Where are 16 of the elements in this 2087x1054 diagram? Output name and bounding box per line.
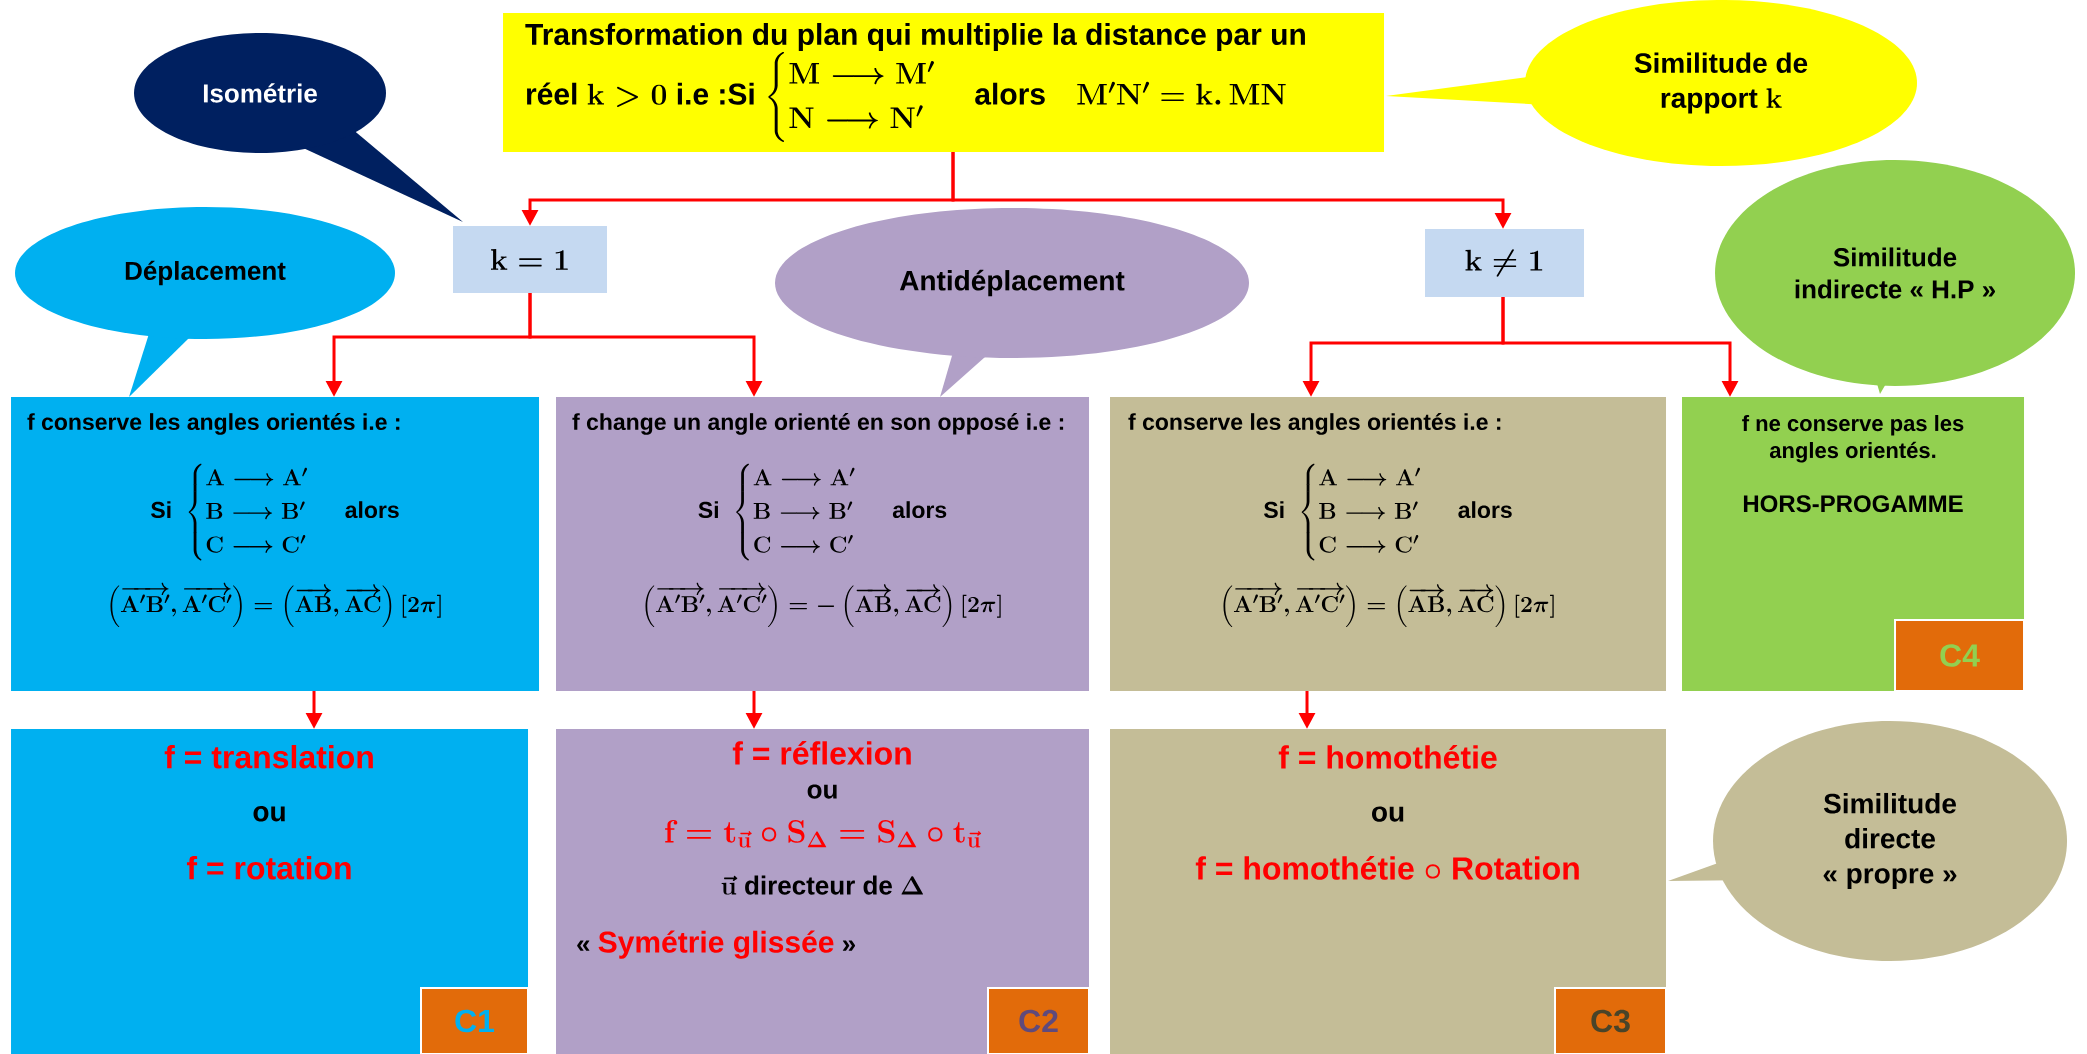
speech-bubble: Isométrie [134,33,463,222]
definition-box: Transformation du plan qui multiplie la distance par un réel $\mathrm{k}>0$ i.e :Si $\begin{cases}\mathrm{M}\longrightarrow\mathrm{M'}\\\mathrm{N}\longrightarrow\mathrm{N'}\end{cases}$ alors $\mathrm{M'N'}=\mathrm{k}.\,\mathrm{MN}$ [503,13,1384,152]
speech-bubble: Similitude directe « propre » [1668,721,2067,961]
speech-bubble: Similitude de rapport $\mathrm{k}$ [1386,0,1917,166]
speech-bubble: Similitude indirecte « H.P » [1715,160,2075,394]
property-box: f conserve les angles orientés i.e : Si $\begin{cases}\mathrm{A}\longrightarrow\mathrm{A'}\\\mathrm{B}\longrightarrow\mathrm{B'}\\\mathrm{C}\longrightarrow\mathrm{C'}\end{cases}$ alors $\left(\overrightarrow{\mathrm{A'B'}},\overrightarrow{\mathrm{A'C'}}\right)=\left(\overrightarrow{\mathrm{AB}},\overrightarrow{\mathrm{AC}}\right)[2\pi]$ [1110,397,1666,691]
property-box: f change un angle orienté en son opposé i.e : Si $\begin{cases}\mathrm{A}\longrightarrow\mathrm{A'}\\\mathrm{B}\longrightarrow\mathrm{B'}\\\mathrm{C}\longrightarrow\mathrm{C'}\end{cases}$ alors $\left(\overrightarrow{\mathrm{A'B'}},\overrightarrow{\mathrm{A'C'}}\right)=-\left(\overrightarrow{\mathrm{AB}},\overrightarrow{\mathrm{AC}}\right)[2\pi]$ [556,397,1089,691]
corner-label: C3 [1554,987,1667,1054]
property-box: f conserve les angles orientés i.e : Si $\begin{cases}\mathrm{A}\longrightarrow\mathrm{A'}\\\mathrm{B}\longrightarrow\mathrm{B'}\\\mathrm{C}\longrightarrow\mathrm{C'}\end{cases}$ alors $\left(\overrightarrow{\mathrm{A'B'}},\overrightarrow{\mathrm{A'C'}}\right)=\left(\overrightarrow{\mathrm{AB}},\overrightarrow{\mathrm{AC}}\right)[2\pi]$ [11,397,539,691]
speech-bubble: Déplacement [15,207,395,397]
corner-label: C2 [987,987,1090,1054]
condition-box: $\mathrm{k}\neq 1$ [1425,229,1584,297]
corner-label: C4 [1894,619,2025,692]
condition-box: $\mathrm{k}=1$ [453,226,607,293]
speech-bubble: Antidéplacement [775,208,1249,397]
corner-label: C1 [420,987,529,1054]
